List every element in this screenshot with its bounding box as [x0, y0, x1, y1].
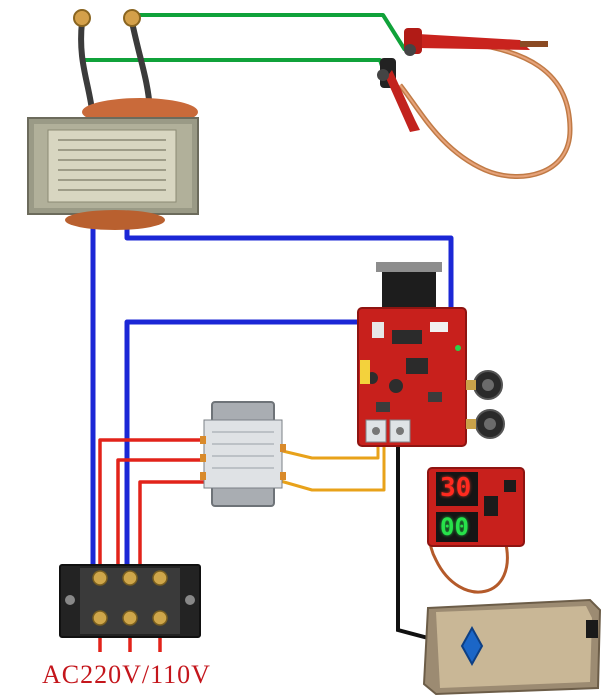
welding-pen-icon	[377, 28, 573, 179]
small-transformer-icon	[200, 401, 286, 507]
power-supply-caption: AC220V/110V	[42, 660, 211, 689]
display-bottom-digits: 00	[440, 513, 469, 541]
blue-wires	[90, 228, 454, 580]
green-wire-bottom	[85, 58, 387, 76]
display-top-digits: 30	[440, 473, 472, 503]
black-wire	[396, 440, 429, 640]
orange-wire-2	[269, 440, 386, 492]
red-wire-1	[98, 438, 210, 577]
terminal-block-icon	[59, 564, 201, 638]
orange-wires	[269, 440, 386, 492]
led-display-board-icon	[427, 467, 525, 547]
large-transformer-icon	[27, 9, 199, 230]
blue-wire-outer	[124, 228, 454, 326]
green-wire-top	[133, 13, 407, 52]
foot-pedal-icon	[422, 598, 602, 696]
red-wire-2	[116, 458, 210, 577]
black-wire-pedal	[396, 440, 429, 640]
red-wire-3	[138, 480, 208, 577]
blue-wire-inner	[124, 319, 370, 580]
orange-wire-1	[269, 440, 380, 460]
control-board-icon	[357, 262, 505, 447]
